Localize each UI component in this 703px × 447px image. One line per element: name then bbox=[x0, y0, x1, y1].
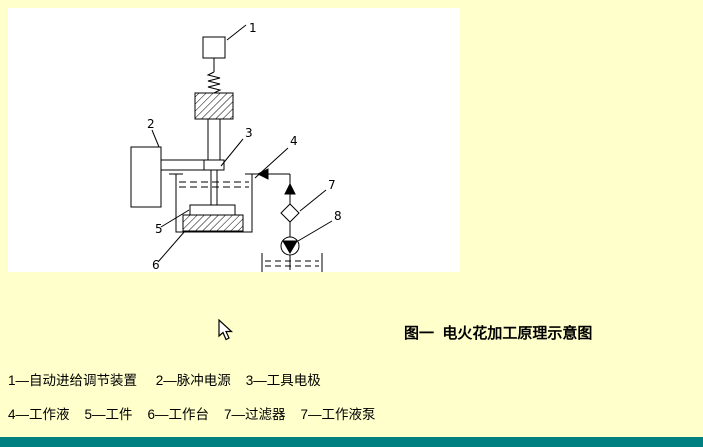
feed-device bbox=[194, 36, 234, 171]
diagram-label-3: 3 bbox=[245, 126, 253, 140]
diagram-label-6: 6 bbox=[152, 258, 160, 272]
legend-line-2: 4—工作液 5—工件 6—工作台 7—过滤器 7—工作液泵 bbox=[8, 407, 376, 422]
workpiece bbox=[189, 204, 236, 216]
fluid-reservoir bbox=[261, 253, 323, 272]
figure-caption: 图一 电火花加工原理示意图 bbox=[404, 325, 593, 342]
mouse-cursor bbox=[218, 319, 234, 341]
spring-symbol bbox=[206, 71, 222, 94]
edm-schematic-diagram: 1 2 3 4 5 6 7 8 bbox=[130, 21, 342, 272]
pump-symbol bbox=[280, 236, 300, 256]
filter-symbol bbox=[280, 203, 300, 223]
flow-arrow-up bbox=[284, 182, 296, 195]
diagram-label-2: 2 bbox=[147, 117, 155, 131]
diagram-label-1: 1 bbox=[249, 21, 257, 35]
pulse-power-box bbox=[130, 146, 204, 208]
desktop-strip bbox=[0, 437, 703, 447]
diagram-panel: 1 2 3 4 5 6 7 8 bbox=[8, 8, 460, 272]
legend-line-1: 1—自动进给调节装置 2—脉冲电源 3—工具电极 bbox=[8, 373, 321, 388]
work-table bbox=[182, 214, 244, 232]
leader-lines bbox=[151, 24, 333, 263]
diagram-label-5: 5 bbox=[155, 222, 163, 236]
fluid-pipe bbox=[252, 168, 296, 270]
diagram-label-7: 7 bbox=[328, 178, 336, 192]
diagram-label-4: 4 bbox=[290, 134, 298, 148]
diagram-label-8: 8 bbox=[334, 209, 342, 223]
flow-arrow-left bbox=[256, 168, 269, 180]
